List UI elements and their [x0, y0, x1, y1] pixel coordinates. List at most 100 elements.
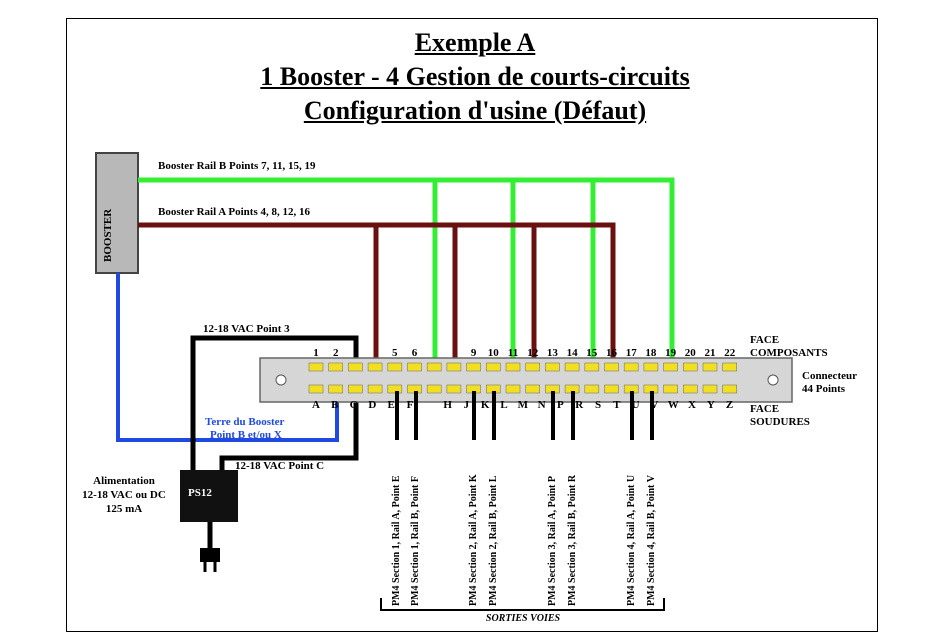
top-pin-label-2: 2 — [332, 347, 339, 359]
top-pin-label-5: 5 — [392, 347, 398, 359]
bottom-pin-label-Z: Z — [725, 399, 734, 411]
bottom-pad-21 — [702, 384, 718, 394]
ps12-label: PS12 — [188, 487, 212, 499]
output-label-8: PM4 Section 4, Rail B, Point V — [646, 475, 657, 606]
output-label-1: PM4 Section 1, Rail A, Point E — [391, 475, 402, 606]
output-wires — [395, 391, 654, 440]
title-line-3: Configuration d'usine (Défaut) — [303, 96, 647, 125]
top-pin-label-9: 9 — [470, 347, 477, 359]
top-pad-2 — [328, 362, 344, 372]
output-label-2: PM4 Section 1, Rail B, Point F — [410, 476, 421, 606]
top-pad-9 — [466, 362, 481, 372]
power-point-c-label: 12-18 VAC Point C — [235, 460, 325, 472]
bottom-pad-19 — [663, 384, 678, 394]
bottom-pin-label-J: J — [463, 399, 470, 411]
bottom-pad-22 — [722, 384, 738, 394]
top-pin-label-13: 13 — [546, 347, 558, 359]
bottom-pin-label-X: X — [688, 399, 696, 411]
top-pad-18 — [643, 362, 659, 372]
face-top-label-2: COMPOSANTS — [750, 347, 828, 359]
top-pin-label-21: 21 — [704, 347, 716, 359]
power-wire-point-3 — [190, 335, 359, 470]
bottom-pad-5 — [387, 384, 403, 394]
bottom-pad-20 — [682, 384, 698, 394]
bottom-pin-label-D: D — [368, 399, 377, 411]
ground-label-1: Terre du Booster — [205, 416, 285, 428]
top-pad-17 — [623, 362, 639, 372]
ground-wire — [116, 273, 339, 442]
bottom-pin-label-F: F — [406, 399, 414, 411]
top-pin-label-22: 22 — [724, 347, 736, 359]
face-bottom-label-2: SOUDURES — [750, 416, 810, 428]
supply-line-1: Alimentation — [93, 475, 155, 487]
title-line-2: 1 Booster - 4 Gestion de courts-circuits — [260, 62, 690, 91]
bottom-pad-4 — [367, 384, 383, 394]
bottom-pad-15 — [584, 384, 600, 394]
bottom-pin-label-B: B — [331, 399, 339, 411]
top-pad-10 — [485, 362, 501, 372]
top-pin-label-18: 18 — [645, 347, 657, 359]
bottom-pin-label-V: V — [650, 399, 659, 411]
top-pin-label-10: 10 — [487, 347, 499, 359]
top-pad-6 — [407, 362, 422, 372]
top-pin-label-11: 11 — [507, 347, 519, 359]
top-pad-1 — [308, 362, 324, 372]
connector-name-1: Connecteur — [802, 370, 857, 382]
booster-label: BOOSTER — [102, 208, 114, 262]
bottom-pad-7 — [426, 384, 442, 394]
outputs-group-label: SORTIES VOIES — [485, 613, 561, 624]
bottom-pad-2 — [328, 384, 344, 394]
top-pin-label-16: 16 — [606, 347, 617, 359]
top-pad-15 — [584, 362, 600, 372]
output-label-4: PM4 Section 2, Rail B, Point L — [488, 475, 499, 606]
top-pin-label-6: 6 — [411, 347, 418, 359]
rail-b-wire — [138, 177, 675, 367]
bottom-pad-16 — [604, 384, 619, 394]
top-pad-8 — [446, 362, 462, 372]
top-pad-12 — [525, 362, 541, 372]
booster-box — [95, 152, 139, 274]
top-pad-16 — [604, 362, 619, 372]
ground-label-2: Point B et/ou X — [210, 429, 282, 441]
top-pad-22 — [722, 362, 738, 372]
top-pin-label-20: 20 — [684, 347, 696, 359]
power-point-3-label: 12-18 VAC Point 3 — [203, 323, 290, 335]
top-pad-3 — [348, 362, 363, 372]
connector-name-2: 44 Points — [802, 383, 846, 395]
power-plug — [200, 548, 220, 562]
supply-line-3: 125 mA — [105, 503, 143, 515]
power-wire-point-c — [219, 389, 359, 470]
bottom-pin-label-M: M — [517, 399, 528, 411]
output-label-5: PM4 Section 3, Rail A, Point P — [547, 476, 558, 606]
bottom-pad-12 — [525, 384, 541, 394]
bottom-pin-label-Y: Y — [706, 399, 715, 411]
bottom-pin-label-K: K — [480, 399, 490, 411]
bottom-pin-label-P: P — [557, 399, 564, 411]
face-top-label-1: FACE — [750, 334, 780, 346]
top-pad-14 — [564, 362, 580, 372]
top-pad-11 — [505, 362, 521, 372]
top-pin-label-15: 15 — [586, 347, 598, 359]
top-pad-5 — [387, 362, 403, 372]
output-label-7: PM4 Section 4, Rail A, Point U — [626, 474, 637, 606]
output-label-6: PM4 Section 3, Rail B, Point R — [567, 474, 578, 606]
connector-mount-hole-left — [275, 374, 287, 386]
bottom-pad-3 — [348, 384, 363, 394]
bottom-pin-label-W: W — [667, 399, 679, 411]
output-label-3: PM4 Section 2, Rail A, Point K — [468, 474, 479, 606]
top-pin-label-12: 12 — [527, 347, 539, 359]
bottom-pin-label-L: L — [500, 399, 508, 411]
bottom-pin-label-E: E — [387, 399, 395, 411]
top-pin-label-14: 14 — [566, 347, 578, 359]
bottom-pin-label-S: S — [594, 399, 602, 411]
top-pad-13 — [545, 362, 560, 372]
top-pad-20 — [682, 362, 698, 372]
rail-a-label: Booster Rail A Points 4, 8, 12, 16 — [158, 206, 310, 218]
top-pad-19 — [663, 362, 678, 372]
bottom-pin-label-N: N — [537, 399, 546, 411]
face-bottom-label-1: FACE — [750, 403, 780, 415]
outputs-bracket — [380, 598, 665, 611]
top-pin-label-17: 17 — [625, 347, 637, 359]
top-pin-label-19: 19 — [665, 347, 677, 359]
